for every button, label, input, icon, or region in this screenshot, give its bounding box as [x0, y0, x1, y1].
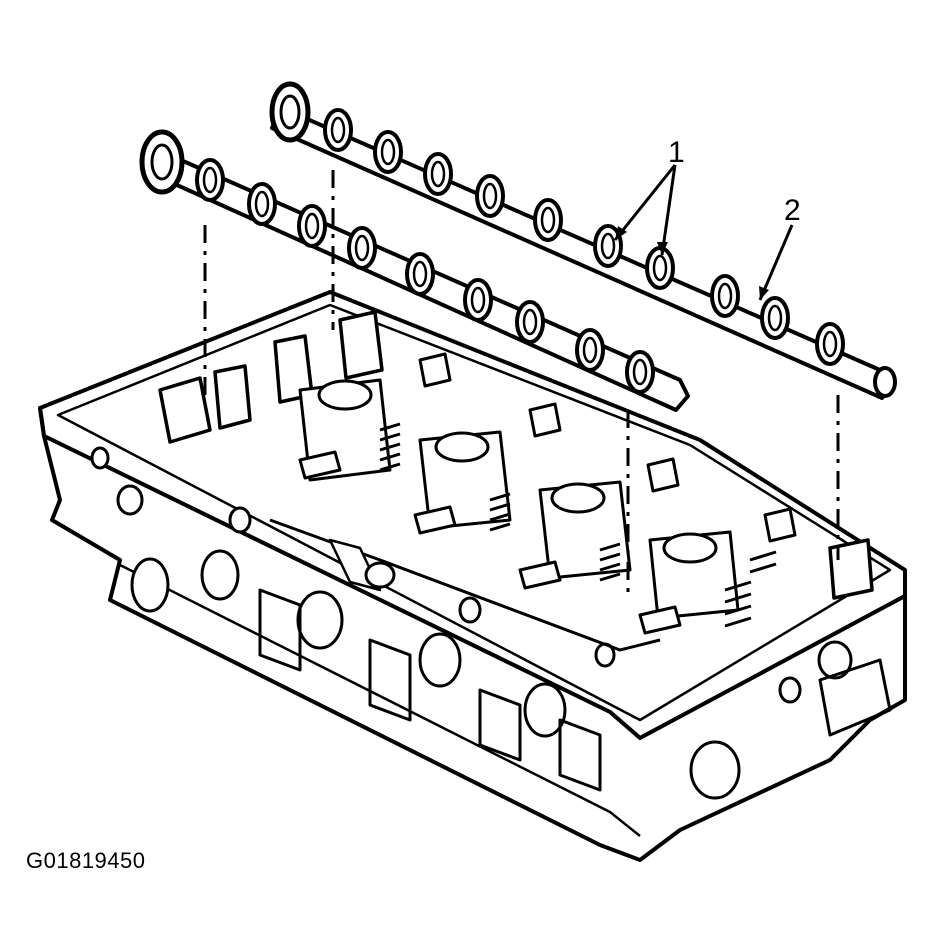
callout-2: 2: [784, 194, 801, 227]
leader-arrowheads: [615, 226, 769, 300]
camshaft-upper: [269, 81, 897, 400]
camshaft-lower: [139, 129, 690, 412]
callout-1: 1: [668, 136, 685, 169]
figure-id: G01819450: [26, 848, 146, 873]
cylinder-head: [38, 290, 907, 862]
head-front-face: [38, 406, 907, 862]
leader-lines: [613, 164, 794, 301]
alignment-lines: [203, 170, 840, 600]
